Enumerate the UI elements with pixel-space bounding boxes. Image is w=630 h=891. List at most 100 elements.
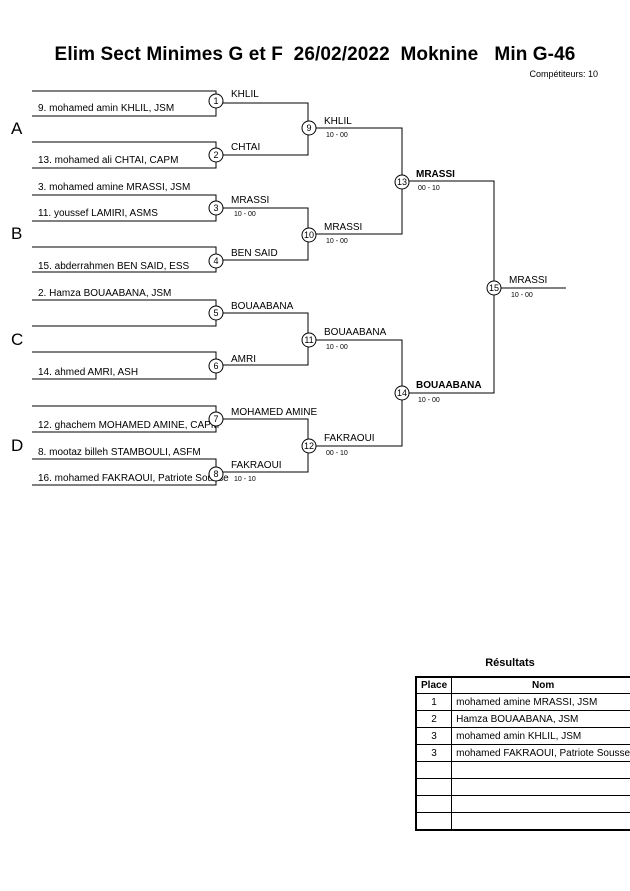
match-5-winner-line xyxy=(216,312,309,340)
match-13-number-badge xyxy=(394,174,410,190)
match-2-winner: CHTAI xyxy=(231,142,260,153)
result-name: Hamza BOUAABANA, JSM xyxy=(451,710,630,728)
result-name: mohamed amine MRASSI, JSM xyxy=(451,693,630,711)
match-6: 14. ahmed AMRI, ASH AMRI 6 xyxy=(32,340,309,380)
match-1: 9. mohamed amin KHLIL, JSM KHLIL 1 xyxy=(32,89,309,128)
match-4-number-badge xyxy=(208,253,224,269)
results-table: Place Nom 1 mohamed amine MRASSI, JSM 2 … xyxy=(415,676,630,831)
match-2-number-badge xyxy=(208,147,224,163)
match-1-number: 1 xyxy=(213,96,218,106)
match-2-player-bottom: 13. mohamed ali CHTAI, CAPM xyxy=(38,155,178,166)
place-column-header: Place xyxy=(415,676,453,694)
match-7-number-badge xyxy=(208,411,224,427)
name-column-header: Nom xyxy=(451,676,630,694)
match-8-player-top: 8. mootaz billeh STAMBOULI, ASFM xyxy=(38,447,201,458)
result-place: 1 xyxy=(415,693,453,711)
match-3-player-top: 3. mohamed amine MRASSI, JSM xyxy=(38,182,190,193)
result-name xyxy=(451,761,630,779)
match-10-number-badge xyxy=(301,227,317,243)
match-4-winner-line xyxy=(216,234,309,261)
match-6-number: 6 xyxy=(213,361,218,371)
match-13: MRASSI 00 - 10 13 xyxy=(394,169,495,288)
match-11-score: 10 - 00 xyxy=(326,344,348,351)
match-9-score: 10 - 00 xyxy=(326,132,348,139)
match-2-winner-line xyxy=(216,128,309,156)
match-1-winner-line xyxy=(216,102,309,128)
result-place xyxy=(415,778,453,796)
match-4-winner: BEN SAID xyxy=(231,248,278,259)
match-3-player-bottom: 11. youssef LAMIRI, ASMS xyxy=(38,208,158,219)
match-13-score: 00 - 10 xyxy=(418,185,440,192)
match-12-winner: FAKRAOUI xyxy=(324,433,375,444)
match-5: 2. Hamza BOUAABANA, JSM BOUAABANA 5 xyxy=(32,288,309,340)
match-15-number-badge xyxy=(486,280,502,296)
match-8-number: 8 xyxy=(213,469,218,479)
match-1-player-bottom: 9. mohamed amin KHLIL, JSM xyxy=(38,103,174,114)
match-8: 8. mootaz billeh STAMBOULI, ASFM 16. moh… xyxy=(32,446,309,486)
result-place xyxy=(415,761,453,779)
match-11: BOUAABANA 10 - 00 11 xyxy=(301,327,403,393)
result-place: 2 xyxy=(415,710,453,728)
match-14-number: 14 xyxy=(397,388,407,398)
match-9-winner: KHLIL xyxy=(324,116,352,127)
match-14-score: 10 - 00 xyxy=(418,397,440,404)
match-10-winner: MRASSI xyxy=(324,222,362,233)
match-5-bracket-line xyxy=(32,299,217,327)
result-name xyxy=(451,812,630,831)
results-header-row: Place Nom xyxy=(415,676,630,694)
match-13-winner: MRASSI xyxy=(416,169,455,180)
match-12-winner-line xyxy=(308,393,403,447)
match-7-number: 7 xyxy=(213,414,218,424)
match-2-number: 2 xyxy=(213,150,218,160)
match-5-winner: BOUAABANA xyxy=(231,301,294,312)
match-1-number-badge xyxy=(208,93,224,109)
match-5-player-top: 2. Hamza BOUAABANA, JSM xyxy=(38,288,171,299)
match-12-score: 00 - 10 xyxy=(326,450,348,457)
results-title: Résultats xyxy=(485,657,535,669)
match-6-player-bottom: 14. ahmed AMRI, ASH xyxy=(38,367,138,378)
match-8-player-bottom: 16. mohamed FAKRAOUI, Patriote Sousse xyxy=(38,473,229,484)
table-row: 3 mohamed amin KHLIL, JSM xyxy=(415,727,630,745)
tournament-bracket: A B C D 9. mohamed amin KHLIL, JSM KHLIL… xyxy=(11,89,566,486)
match-6-winner: AMRI xyxy=(231,354,256,365)
match-4-player-bottom: 15. abderrahmen BEN SAID, ESS xyxy=(38,261,190,272)
match-9-number: 9 xyxy=(306,123,311,133)
match-2: 13. mohamed ali CHTAI, CAPM CHTAI 2 xyxy=(32,128,309,169)
match-3-winner-line xyxy=(216,207,309,234)
match-3-score: 10 - 00 xyxy=(234,211,256,218)
match-7: 12. ghachem MOHAMED AMINE, CAPM MOHAMED … xyxy=(32,405,317,446)
competitor-count: Compétiteurs: 10 xyxy=(529,69,598,79)
table-row xyxy=(415,812,630,831)
result-name: mohamed FAKRAOUI, Patriote Sousse xyxy=(451,744,630,762)
match-3-number: 3 xyxy=(213,203,218,213)
match-8-number-badge xyxy=(208,466,224,482)
pool-label-a: A xyxy=(11,119,23,138)
match-11-number-badge xyxy=(301,332,317,348)
match-6-number-badge xyxy=(208,358,224,374)
match-8-winner: FAKRAOUI xyxy=(231,460,282,471)
match-11-number: 11 xyxy=(304,335,313,345)
match-14-winner-line xyxy=(402,288,495,394)
match-7-player-bottom: 12. ghachem MOHAMED AMINE, CAPM xyxy=(38,420,219,431)
result-name: mohamed amin KHLIL, JSM xyxy=(451,727,630,745)
match-9-winner-line xyxy=(308,127,403,181)
match-13-number: 13 xyxy=(397,177,407,187)
match-8-winner-line xyxy=(216,446,309,473)
match-8-score: 10 - 10 xyxy=(234,476,256,483)
match-9-number-badge xyxy=(301,120,317,136)
result-place xyxy=(415,795,453,813)
match-3-number-badge xyxy=(208,200,224,216)
table-row xyxy=(415,761,630,779)
page-title: Elim Sect Minimes G et F 26/02/2022 Mokn… xyxy=(54,44,576,65)
match-11-winner: BOUAABANA xyxy=(324,327,387,338)
result-place xyxy=(415,812,453,831)
match-11-winner-line xyxy=(308,339,403,393)
match-14-winner: BOUAABANA xyxy=(416,380,482,391)
match-5-number-badge xyxy=(208,305,224,321)
match-10-winner-line xyxy=(308,181,403,235)
match-4: 15. abderrahmen BEN SAID, ESS BEN SAID 4 xyxy=(32,234,309,273)
match-15: MRASSI 10 - 00 15 xyxy=(486,275,566,299)
match-15-score: 10 - 00 xyxy=(511,292,533,299)
match-7-winner: MOHAMED AMINE xyxy=(231,407,317,418)
pool-label-b: B xyxy=(11,224,22,243)
